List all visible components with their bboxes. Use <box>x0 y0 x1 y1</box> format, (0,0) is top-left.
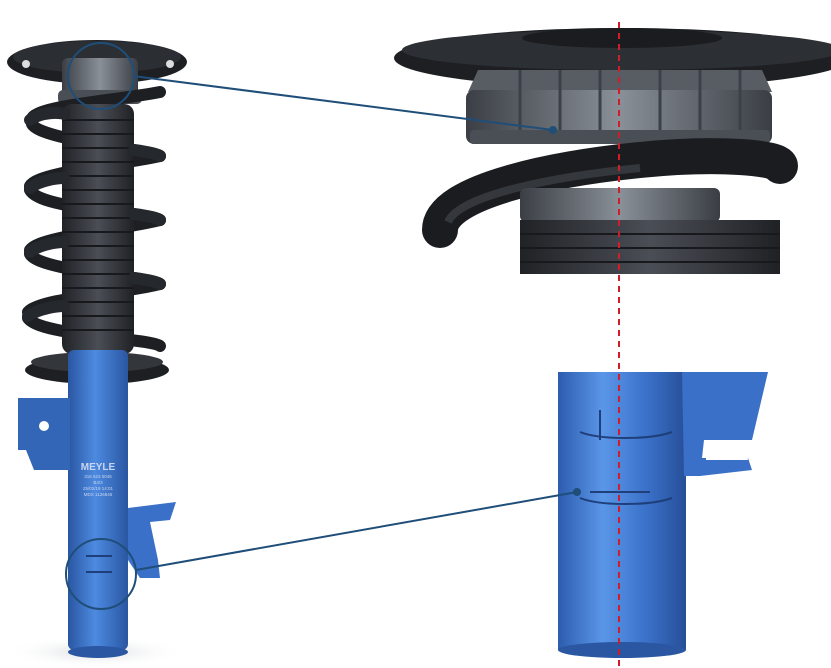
hose-bracket <box>128 502 176 578</box>
stamp-text: 316 623 0045 B4/3 25/02/19 14:01 MDS 112… <box>83 474 114 497</box>
svg-text:MDS 1126846: MDS 1126846 <box>84 492 113 497</box>
full-strut: MEYLE 316 623 0045 B4/3 25/02/19 14:01 M… <box>7 40 187 658</box>
svg-text:316 623 0045: 316 623 0045 <box>84 474 112 479</box>
boot-ribs <box>62 119 134 331</box>
callout-circle-bottom <box>65 538 137 610</box>
top-mount-bearing <box>62 58 138 98</box>
tube-detail <box>558 372 768 658</box>
brand-label: MEYLE <box>81 462 116 473</box>
damper-tube <box>68 350 128 650</box>
knuckle-bracket <box>18 398 70 470</box>
top-mount-detail <box>394 28 831 274</box>
svg-text:25/02/19 14:01: 25/02/19 14:01 <box>83 486 114 491</box>
callout-line-top <box>132 75 554 131</box>
svg-text:B4/3: B4/3 <box>93 480 103 485</box>
callout-line-bottom <box>135 491 578 571</box>
dust-boot <box>62 104 134 354</box>
